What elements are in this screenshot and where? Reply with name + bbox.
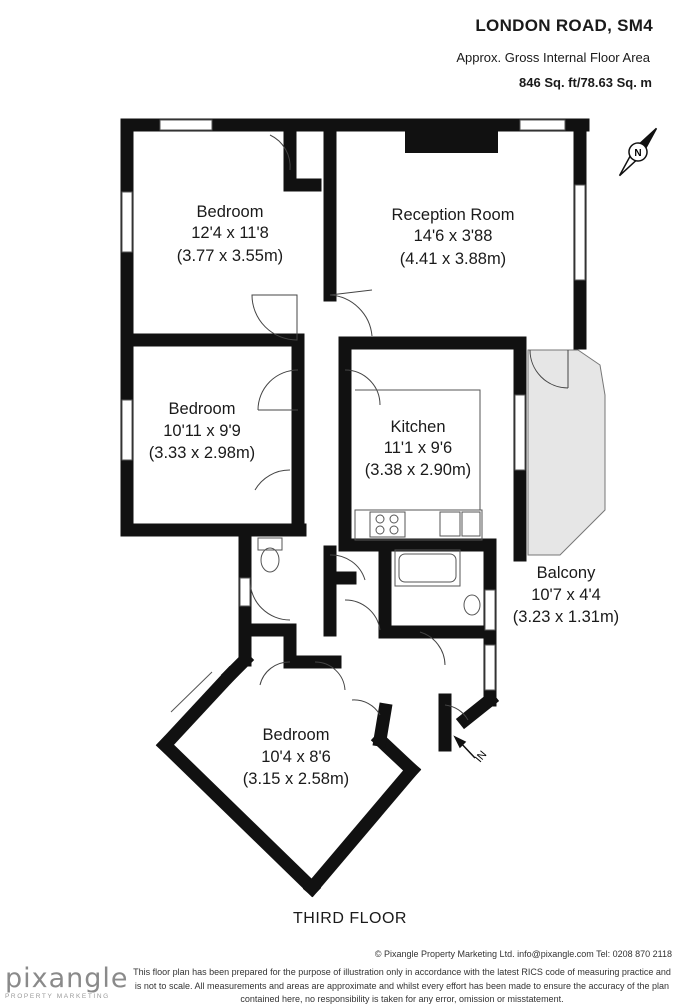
floor-area-caption: Approx. Gross Internal Floor Area (456, 50, 650, 65)
compass-icon (618, 127, 658, 177)
windows (121, 119, 586, 691)
balcony-name: Balcony (537, 564, 596, 582)
pixangle-logo: pixangle PROPERTY MARKETING (5, 965, 130, 1000)
bedroom1-dims-metric: (3.77 x 3.55m) (177, 247, 283, 265)
bedroom1-name: Bedroom (197, 203, 264, 221)
bathroom-fixtures (257, 537, 481, 616)
footer-disclaimer: This floor plan has been prepared for th… (133, 967, 671, 1004)
kitchen-name: Kitchen (390, 418, 445, 436)
kitchen-dims-metric: (3.38 x 2.90m) (365, 461, 471, 479)
bedroom2-name: Bedroom (169, 400, 236, 418)
floor-label: THIRD FLOOR (293, 910, 407, 927)
balcony-dims-imperial: 10'7 x 4'4 (531, 586, 601, 604)
entrance-arrow-icon (453, 735, 476, 759)
bedroom2-dims-metric: (3.33 x 2.98m) (149, 444, 255, 462)
balcony-area (527, 349, 606, 556)
bay-window (170, 671, 213, 713)
kitchen-fixtures (354, 389, 483, 541)
bedroom1-dims-imperial: 12'4 x 11'8 (191, 224, 269, 242)
chimney-breast (405, 125, 498, 153)
door-swings (249, 134, 569, 721)
footer-copyright: © Pixangle Property Marketing Ltd. info@… (374, 949, 672, 959)
reception-dims-imperial: 14'6 x 3'88 (414, 227, 493, 245)
entrance-label: IN (473, 749, 489, 765)
logo-wordmark: pixangle (5, 963, 129, 994)
bedroom2-dims-imperial: 10'11 x 9'9 (163, 422, 241, 440)
kitchen-dims-imperial: 11'1 x 9'6 (384, 439, 452, 457)
compass-label: N (634, 148, 641, 159)
logo-tagline: PROPERTY MARKETING (5, 993, 110, 1000)
floor-area-value: 846 Sq. ft/78.63 Sq. m (519, 75, 652, 90)
bedroom3-name: Bedroom (263, 726, 330, 744)
reception-name: Reception Room (392, 206, 515, 224)
plan-title: LONDON ROAD, SM4 (475, 16, 653, 35)
bedroom3-dims-metric: (3.15 x 2.58m) (243, 770, 349, 788)
bedroom3-dims-imperial: 10'4 x 8'6 (261, 748, 331, 766)
balcony-dims-metric: (3.23 x 1.31m) (513, 608, 619, 626)
reception-dims-metric: (4.41 x 3.88m) (400, 250, 506, 268)
